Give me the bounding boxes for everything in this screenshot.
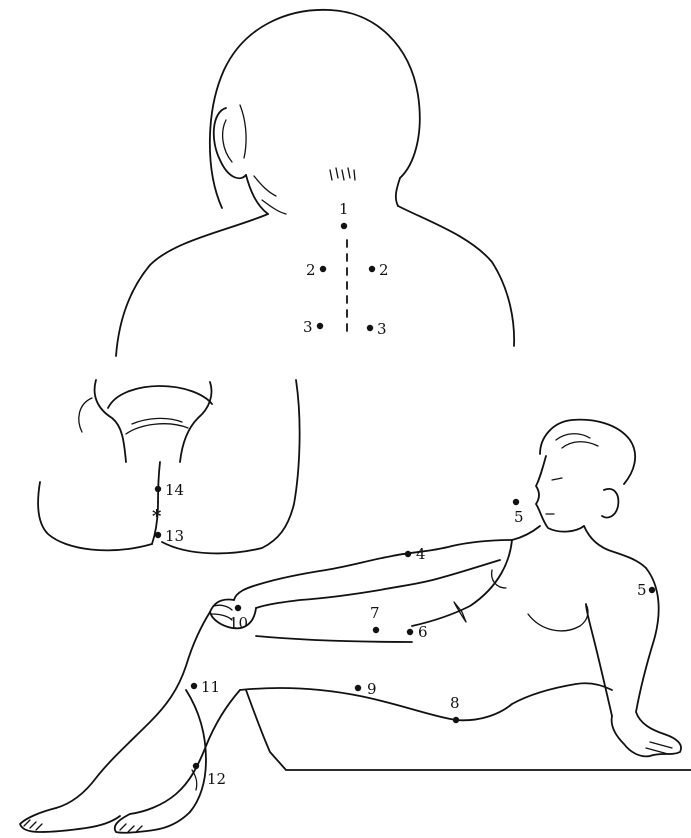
label-point-6: 6 [418,623,428,641]
point-2-left-dot [320,266,326,272]
point-5-arm-dot [649,587,655,593]
label-point-8: 8 [450,694,460,712]
point-2-right-dot [369,266,375,272]
point-1-dot [341,223,347,229]
label-point-13: 13 [165,527,184,545]
label-point-2-right: 2 [379,261,389,279]
point-4-dot [405,551,411,557]
label-point-12: 12 [207,770,226,788]
point-12-dot [193,763,199,769]
label-point-3-right: 3 [377,320,387,338]
label-point-5-shoulder: 5 [514,508,524,526]
point-9-dot [355,685,361,691]
label-point-2-left: 2 [306,261,316,279]
point-10-dot [235,605,241,611]
point-6-dot [407,629,413,635]
point-8-dot [453,717,459,723]
label-point-11: 11 [201,678,220,696]
star-marker: * [152,506,162,527]
point-5-shoulder-dot [513,499,519,505]
back-view-figure [116,10,514,356]
point-7-dot [373,627,379,633]
label-point-10: 10 [229,614,248,632]
point-14-dot [155,486,161,492]
label-point-14: 14 [165,481,184,499]
point-3-left-dot [317,323,323,329]
acupoint-labels: 1 2 2 3 3 14 * 13 4 5 5 7 6 10 11 9 8 12 [152,200,647,788]
reclining-body-figure [20,420,691,833]
label-point-3-left: 3 [303,318,313,336]
label-point-4: 4 [416,545,426,563]
label-point-7: 7 [370,604,380,622]
point-3-right-dot [367,325,373,331]
point-11-dot [191,683,197,689]
label-point-9: 9 [367,680,377,698]
label-point-5-arm: 5 [637,581,647,599]
acupoint-markers [155,223,655,769]
point-13-dot [155,532,161,538]
label-point-1: 1 [339,200,349,218]
